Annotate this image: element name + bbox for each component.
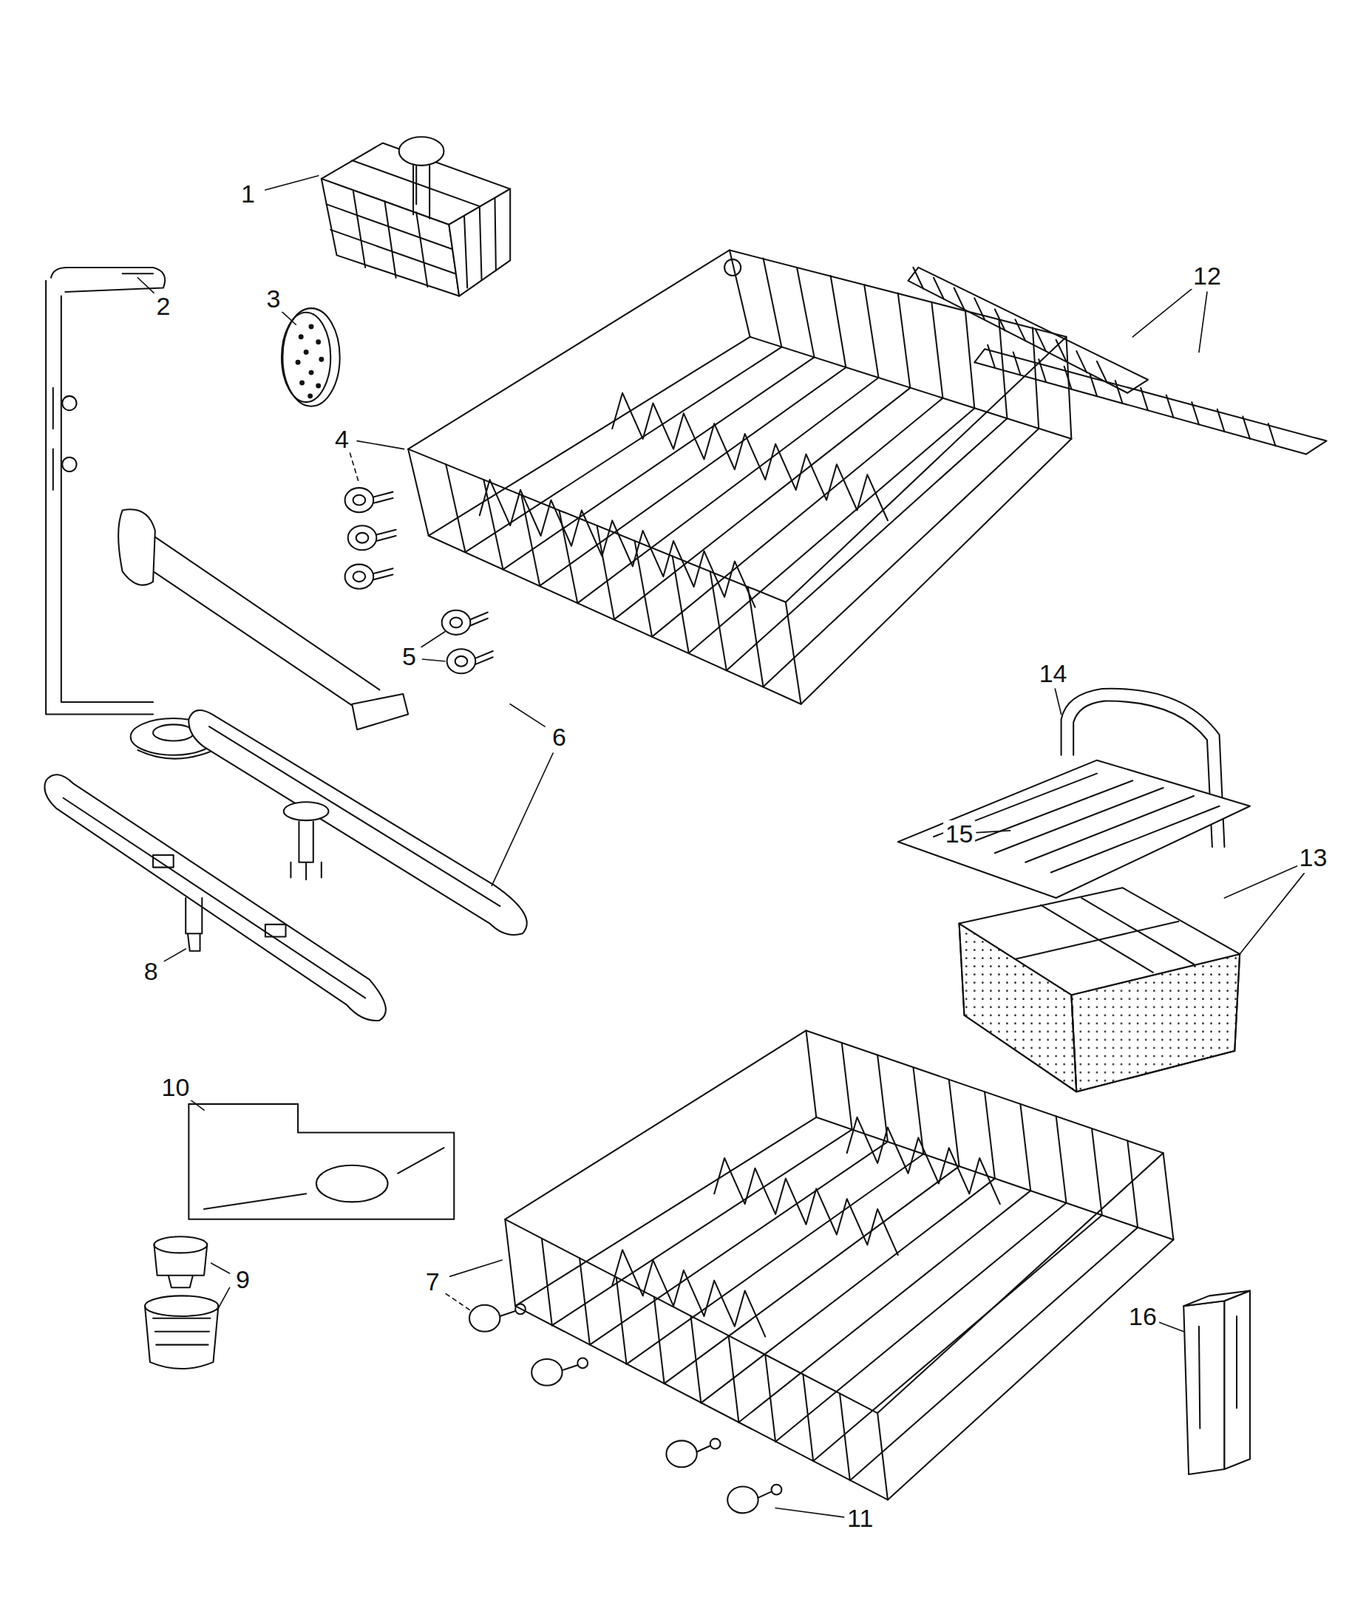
callout-number: 4 — [332, 425, 352, 453]
callout-number: 9 — [233, 1266, 253, 1293]
callout-number: 5 — [399, 643, 419, 670]
callout-number: 1 — [238, 180, 258, 207]
callout-number: 7 — [423, 1268, 443, 1296]
cutlery-basket — [321, 136, 511, 296]
spray-tube — [45, 267, 217, 760]
rack-wheels — [345, 487, 494, 674]
filter-disk — [281, 308, 341, 407]
spray-pipe — [118, 509, 409, 730]
upper-rack — [408, 249, 1072, 704]
lower-rack — [504, 1030, 1174, 1500]
callout-number: 3 — [263, 285, 283, 312]
filter-sheet — [188, 1104, 454, 1220]
rack-wheels — [469, 1303, 782, 1514]
cutlery-holder — [1183, 1290, 1250, 1474]
callout-number: 12 — [1190, 262, 1224, 290]
leader-lines — [137, 175, 1304, 1518]
grid-plate — [898, 760, 1250, 899]
callout-number: 2 — [153, 292, 173, 320]
callout-number: 13 — [1297, 844, 1330, 871]
filter-cups — [144, 1236, 219, 1370]
callout-number: 14 — [1037, 660, 1070, 687]
callout-number: 8 — [141, 958, 161, 985]
utensil-basket — [959, 887, 1241, 1092]
callout-number: 6 — [549, 723, 569, 751]
tine-rows — [908, 267, 1327, 455]
callout-number: 16 — [1126, 1303, 1160, 1330]
lower-spray-arm — [44, 774, 386, 1021]
callout-number: 11 — [844, 1505, 876, 1532]
callout-number: 10 — [159, 1074, 193, 1101]
callout-number: 15 — [943, 820, 976, 848]
